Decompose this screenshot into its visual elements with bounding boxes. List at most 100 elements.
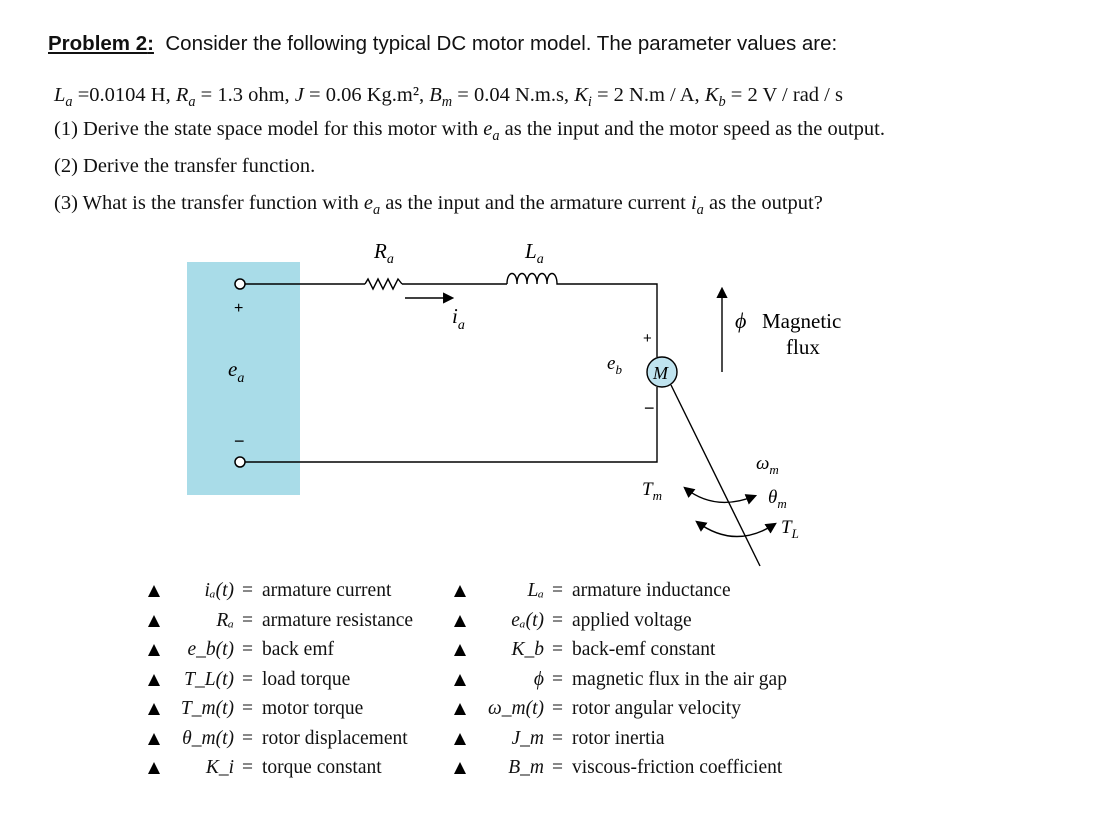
bottom-wire (245, 387, 658, 463)
legend-equals: = (552, 639, 563, 660)
label-phi: ϕ (735, 308, 746, 333)
bullet-triangle-icon (148, 673, 160, 686)
parameters-line: La =0.0104 H, Ra = 1.3 ohm, J = 0.06 Kg.… (54, 84, 843, 111)
param-Bm-symbol: Bm (429, 84, 453, 111)
param-J-symbol: J (294, 84, 304, 106)
legend-equals: = (242, 727, 253, 749)
inductor-La (506, 272, 566, 285)
legend-equals: = (242, 639, 253, 660)
problem-label: Problem 2 (48, 32, 148, 55)
legend-description: magnetic flux in the air gap (572, 668, 787, 690)
legend-item: Rₐ = armature resistance (148, 610, 448, 636)
label-Ra: Ra (373, 239, 394, 267)
resistor-Ra (364, 277, 403, 291)
legend-item: e_b(t) = back emf (148, 639, 448, 665)
param-J-value: = 0.06 Kg.m², (303, 84, 430, 106)
legend-item: iₐ(t)=armature current (148, 580, 448, 606)
label-plus-left: + (234, 300, 243, 317)
question-3: (3) What is the transfer function with e… (54, 192, 823, 219)
param-Ki-symbol: Ki (574, 84, 592, 111)
positive-terminal (234, 278, 246, 290)
label-magnetic: Magnetic (762, 309, 841, 333)
label-theta: θm (768, 487, 787, 511)
problem-colon: : (147, 32, 154, 55)
legend-equals: = (242, 757, 253, 778)
bullet-triangle-icon (148, 732, 160, 745)
q3-ia-symbol: ia (690, 192, 704, 219)
legend-item: K_i = torque constant (148, 757, 448, 783)
legend-symbol: iₐ(t) (204, 580, 234, 601)
label-motor-M: M (652, 363, 669, 383)
legend-symbol: J_m (511, 727, 545, 749)
negative-terminal (234, 456, 246, 468)
legend-symbol: ϕ (533, 668, 544, 690)
torque-arc-upper (683, 486, 758, 505)
bullet-triangle-icon (454, 762, 466, 774)
bullet-triangle-icon (148, 703, 160, 715)
q3-ea-symbol: ea (363, 192, 381, 219)
label-minus-left: − (234, 431, 245, 451)
bullet-triangle-icon (454, 732, 466, 745)
bullet-triangle-icon (454, 703, 466, 715)
legend-symbol: e_b(t) (187, 639, 234, 660)
bullet-triangle-icon (148, 585, 160, 597)
label-omega: ωm (756, 453, 779, 477)
legend-symbol: Rₐ (216, 609, 234, 631)
legend-symbol: eₐ(t) (511, 609, 544, 631)
param-Bm-value: = 0.04 N.m.s, (452, 84, 575, 106)
legend-symbol: K_i (205, 757, 234, 778)
legend-symbol: T_L(t) (184, 668, 234, 690)
legend-symbol: K_b (511, 639, 544, 660)
question-1: (1) Derive the state space model for thi… (54, 118, 885, 145)
param-La-value: =0.0104 H, (72, 84, 176, 106)
legend-item: eₐ(t) = applied voltage (454, 610, 854, 636)
legend-description: torque constant (262, 757, 382, 778)
legend-description: rotor inertia (572, 727, 665, 749)
motor-shaft (670, 384, 761, 567)
label-flux: flux (786, 335, 820, 359)
bullet-triangle-icon (454, 644, 466, 656)
label-ea: ea (228, 357, 244, 386)
problem-heading: Problem 2: Consider the following typica… (48, 32, 837, 56)
label-eb: eb (607, 353, 622, 377)
legend-description: rotor displacement (262, 727, 408, 749)
legend-equals: = (552, 609, 563, 631)
param-Ra-symbol: Ra (175, 84, 196, 111)
voltage-source-box (187, 262, 300, 495)
legend-item: T_m(t)=motor torque (148, 698, 448, 724)
torque-arc-lower (695, 520, 777, 538)
bullet-triangle-icon (454, 673, 466, 686)
legend-symbol: T_m(t) (180, 698, 234, 719)
legend-description: motor torque (262, 698, 364, 719)
question-2: (2) Derive the transfer function. (54, 155, 316, 177)
problem-title: Consider the following typical DC motor … (165, 32, 838, 55)
legend-equals: = (552, 757, 563, 778)
label-plus-motor: + (643, 330, 652, 347)
legend-equals: = (242, 668, 253, 690)
legend-equals: = (242, 609, 253, 631)
label-TL: TL (781, 517, 799, 541)
legend-item: J_m = rotor inertia (454, 728, 854, 754)
legend-description: applied voltage (572, 609, 692, 631)
label-La: La (524, 239, 544, 267)
label-ia: ia (452, 304, 465, 333)
motor-symbol (646, 356, 678, 388)
label-minus-motor: − (644, 398, 655, 418)
legend-item: θ_m(t) = rotor displacement (148, 728, 448, 754)
legend-item: ω_m(t)=rotor angular velocity (454, 698, 854, 724)
legend-symbol: θ_m(t) (182, 727, 234, 749)
legend-description: back-emf constant (572, 639, 716, 660)
param-La-symbol: La (54, 84, 73, 111)
legend-description: back emf (262, 639, 335, 660)
legend-item: B_m=viscous-friction coefficient (454, 757, 854, 783)
legend-equals: = (242, 580, 253, 601)
legend-symbol: B_m (508, 757, 544, 778)
legend-description: armature resistance (262, 609, 414, 631)
q1-ea-symbol: ea (483, 118, 500, 145)
legend-item: K_b = back-emf constant (454, 639, 854, 665)
bullet-triangle-icon (454, 585, 466, 597)
legend-item: ϕ=magnetic flux in the air gap (454, 669, 854, 695)
legend-symbol: Lₐ (527, 580, 544, 601)
legend-equals: = (552, 727, 563, 749)
